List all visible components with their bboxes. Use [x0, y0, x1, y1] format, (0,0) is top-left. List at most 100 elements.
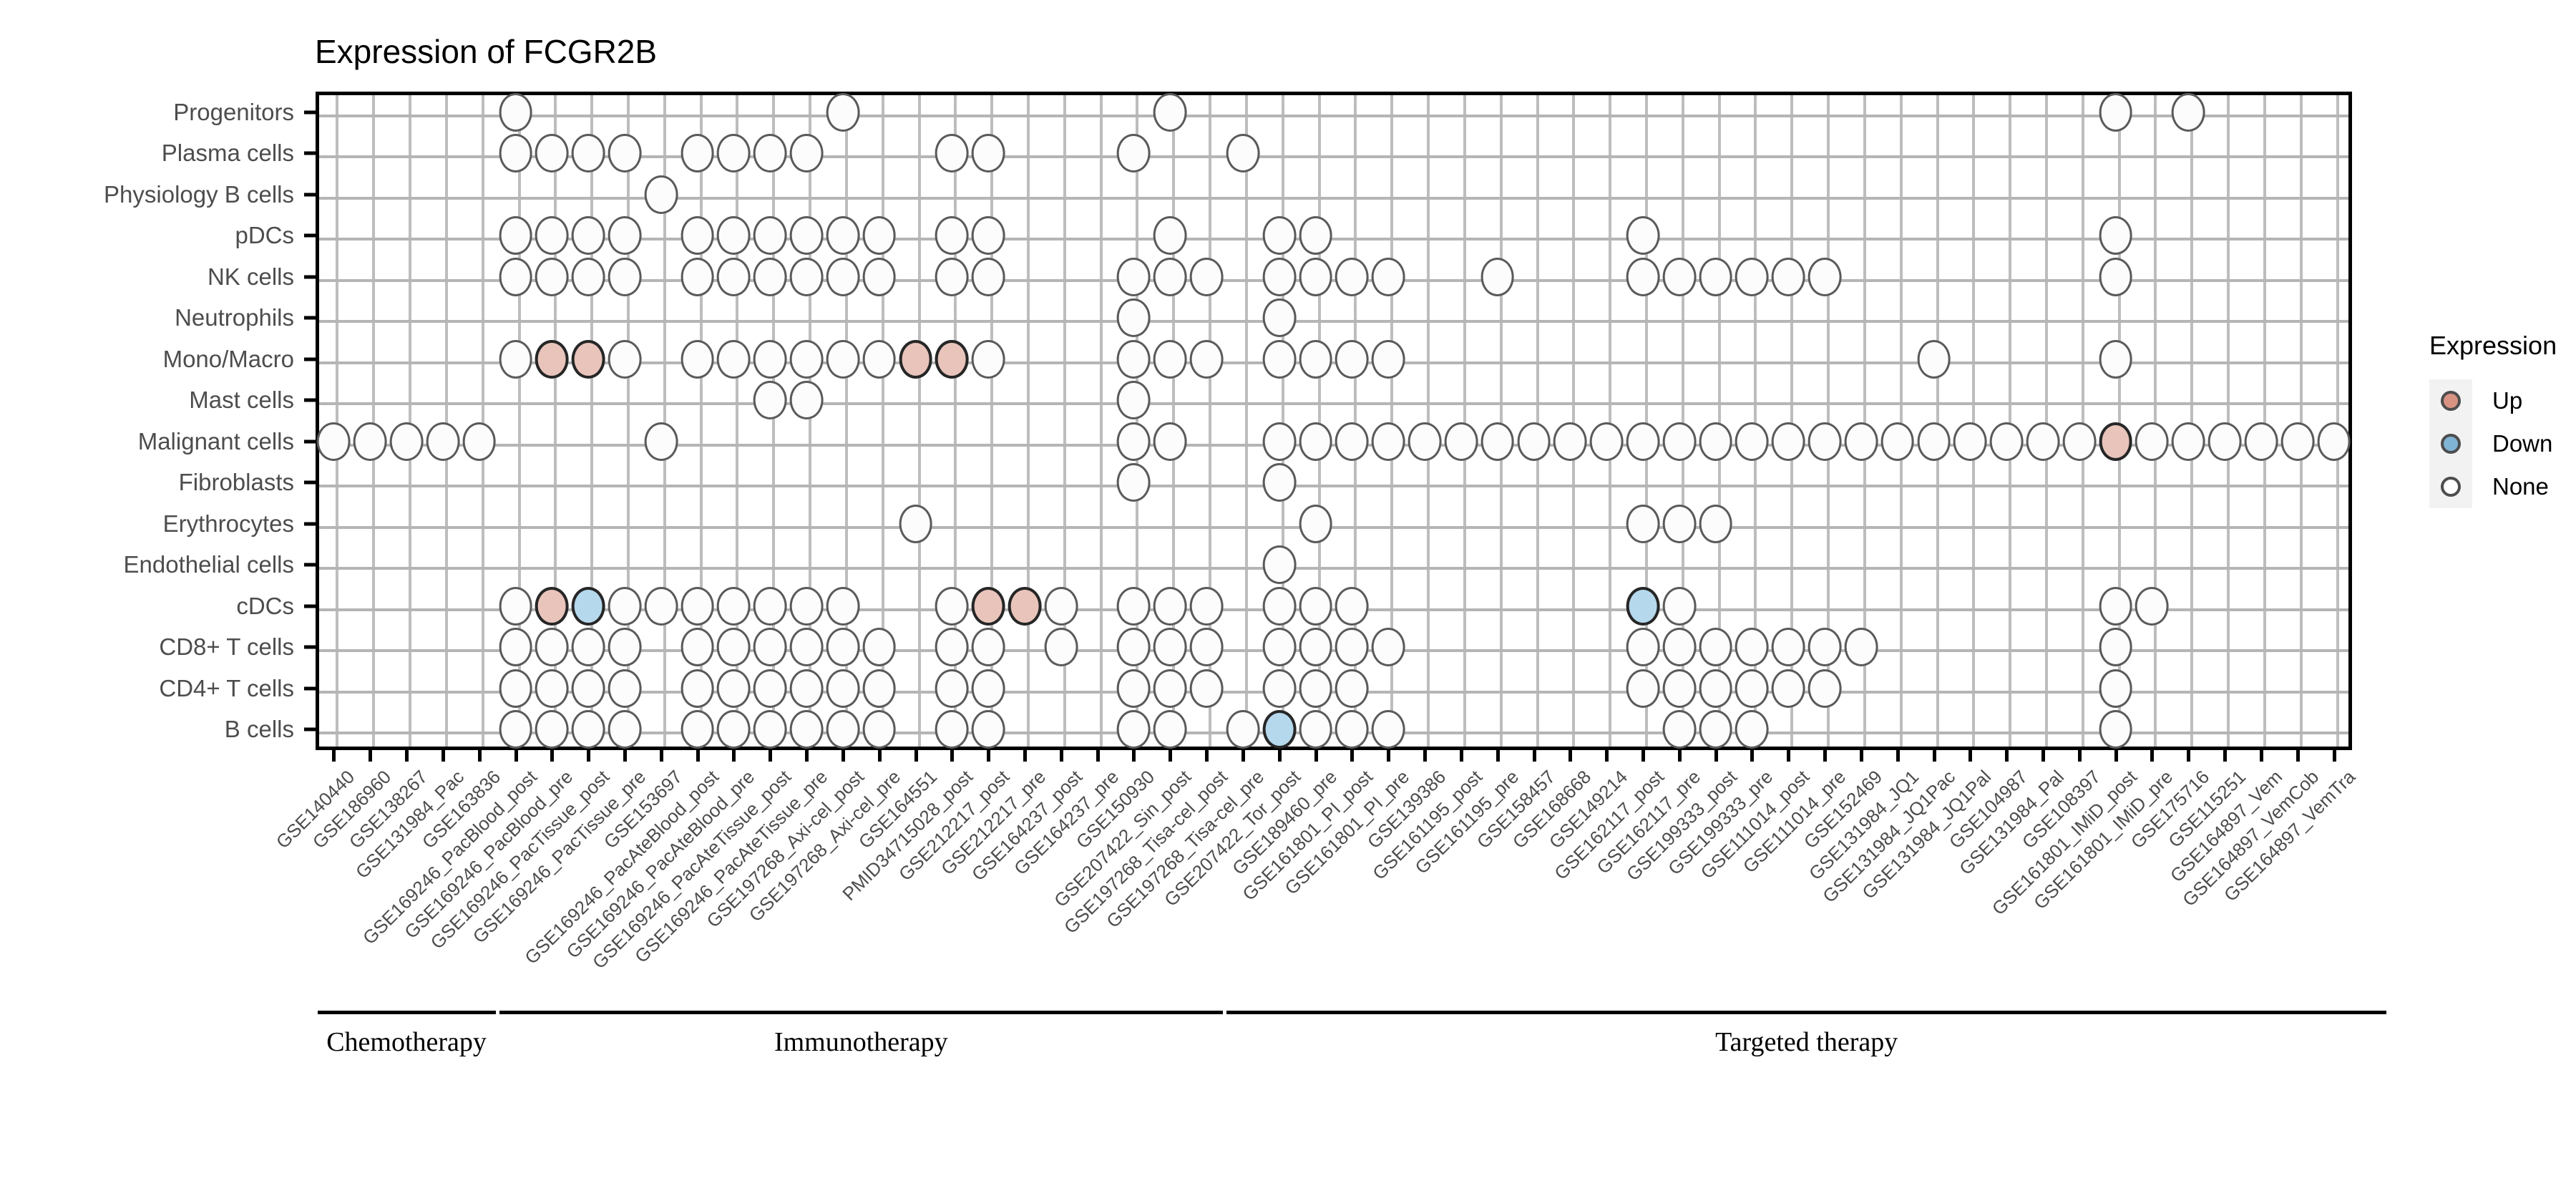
data-point-none[interactable]: [971, 257, 1005, 296]
data-point-none[interactable]: [1153, 422, 1187, 461]
data-point-none[interactable]: [1335, 339, 1369, 379]
data-point-none[interactable]: [1444, 422, 1478, 461]
data-point-none[interactable]: [753, 710, 787, 749]
data-point-none[interactable]: [1771, 669, 1805, 708]
data-point-none[interactable]: [826, 669, 860, 708]
data-point-none[interactable]: [1299, 669, 1332, 708]
data-point-none[interactable]: [1735, 257, 1769, 296]
data-point-none[interactable]: [571, 628, 605, 667]
data-point-down[interactable]: [571, 586, 605, 626]
data-point-none[interactable]: [1335, 586, 1369, 626]
data-point-none[interactable]: [1662, 669, 1697, 708]
data-point-none[interactable]: [1262, 669, 1297, 708]
data-point-none[interactable]: [1117, 381, 1151, 420]
data-point-none[interactable]: [608, 134, 642, 173]
data-point-none[interactable]: [1117, 669, 1151, 708]
data-point-none[interactable]: [535, 628, 569, 667]
data-point-none[interactable]: [1407, 422, 1442, 461]
data-point-none[interactable]: [1480, 422, 1515, 461]
data-point-none[interactable]: [1662, 422, 1697, 461]
data-point-up[interactable]: [935, 339, 969, 379]
data-point-none[interactable]: [1371, 628, 1405, 667]
data-point-none[interactable]: [1662, 257, 1697, 296]
data-point-none[interactable]: [971, 669, 1005, 708]
data-point-none[interactable]: [1371, 422, 1405, 461]
data-point-none[interactable]: [753, 339, 787, 379]
data-point-none[interactable]: [789, 216, 824, 256]
data-point-none[interactable]: [2062, 422, 2097, 461]
data-point-none[interactable]: [1117, 134, 1151, 173]
data-point-none[interactable]: [1917, 339, 1951, 379]
data-point-none[interactable]: [1589, 422, 1624, 461]
data-point-none[interactable]: [2099, 628, 2133, 667]
data-point-down[interactable]: [1262, 710, 1297, 749]
data-point-none[interactable]: [789, 710, 824, 749]
data-point-up[interactable]: [571, 339, 605, 379]
legend-item[interactable]: Down: [2429, 422, 2557, 465]
data-point-none[interactable]: [1299, 504, 1332, 543]
data-point-none[interactable]: [571, 257, 605, 296]
data-point-none[interactable]: [1044, 628, 1078, 667]
data-point-none[interactable]: [2099, 339, 2133, 379]
data-point-none[interactable]: [789, 628, 824, 667]
data-point-none[interactable]: [971, 134, 1005, 173]
data-point-none[interactable]: [1262, 545, 1297, 585]
data-point-none[interactable]: [1153, 92, 1187, 132]
data-point-none[interactable]: [1626, 504, 1660, 543]
data-point-none[interactable]: [644, 586, 678, 626]
data-point-none[interactable]: [1117, 257, 1151, 296]
data-point-none[interactable]: [499, 628, 532, 667]
data-point-none[interactable]: [535, 216, 569, 256]
data-point-none[interactable]: [2135, 422, 2169, 461]
data-point-none[interactable]: [1117, 339, 1151, 379]
data-point-none[interactable]: [1371, 710, 1405, 749]
data-point-none[interactable]: [499, 216, 532, 256]
data-point-none[interactable]: [1262, 216, 1297, 256]
data-point-none[interactable]: [499, 92, 532, 132]
data-point-none[interactable]: [753, 669, 787, 708]
data-point-none[interactable]: [426, 422, 460, 461]
data-point-none[interactable]: [1626, 216, 1660, 256]
data-point-none[interactable]: [1299, 710, 1332, 749]
data-point-none[interactable]: [862, 216, 897, 256]
data-point-none[interactable]: [2171, 422, 2205, 461]
data-point-none[interactable]: [1335, 257, 1369, 296]
data-point-up[interactable]: [899, 339, 932, 379]
data-point-none[interactable]: [826, 92, 860, 132]
data-point-none[interactable]: [571, 134, 605, 173]
data-point-none[interactable]: [535, 257, 569, 296]
data-point-none[interactable]: [1262, 257, 1297, 296]
data-point-none[interactable]: [644, 175, 678, 214]
data-point-none[interactable]: [717, 134, 751, 173]
data-point-none[interactable]: [535, 710, 569, 749]
data-point-none[interactable]: [1153, 586, 1187, 626]
data-point-none[interactable]: [1262, 628, 1297, 667]
data-point-none[interactable]: [608, 669, 642, 708]
data-point-none[interactable]: [1553, 422, 1587, 461]
data-point-none[interactable]: [1153, 669, 1187, 708]
data-point-none[interactable]: [2244, 422, 2278, 461]
data-point-none[interactable]: [789, 134, 824, 173]
data-point-none[interactable]: [1262, 339, 1297, 379]
data-point-up[interactable]: [2099, 422, 2133, 461]
data-point-none[interactable]: [2317, 422, 2351, 461]
data-point-none[interactable]: [1226, 134, 1260, 173]
data-point-none[interactable]: [353, 422, 387, 461]
data-point-none[interactable]: [1699, 257, 1732, 296]
data-point-up[interactable]: [535, 586, 569, 626]
data-point-none[interactable]: [1117, 710, 1151, 749]
data-point-none[interactable]: [971, 339, 1005, 379]
data-point-none[interactable]: [1226, 710, 1260, 749]
data-point-none[interactable]: [571, 710, 605, 749]
data-point-none[interactable]: [1662, 504, 1697, 543]
data-point-none[interactable]: [1953, 422, 1987, 461]
data-point-none[interactable]: [1917, 422, 1951, 461]
data-point-none[interactable]: [1335, 422, 1369, 461]
data-point-none[interactable]: [680, 628, 714, 667]
data-point-none[interactable]: [1335, 669, 1369, 708]
data-point-none[interactable]: [644, 422, 678, 461]
data-point-none[interactable]: [1189, 586, 1224, 626]
data-point-none[interactable]: [1262, 422, 1297, 461]
data-point-none[interactable]: [499, 710, 532, 749]
data-point-none[interactable]: [971, 710, 1005, 749]
